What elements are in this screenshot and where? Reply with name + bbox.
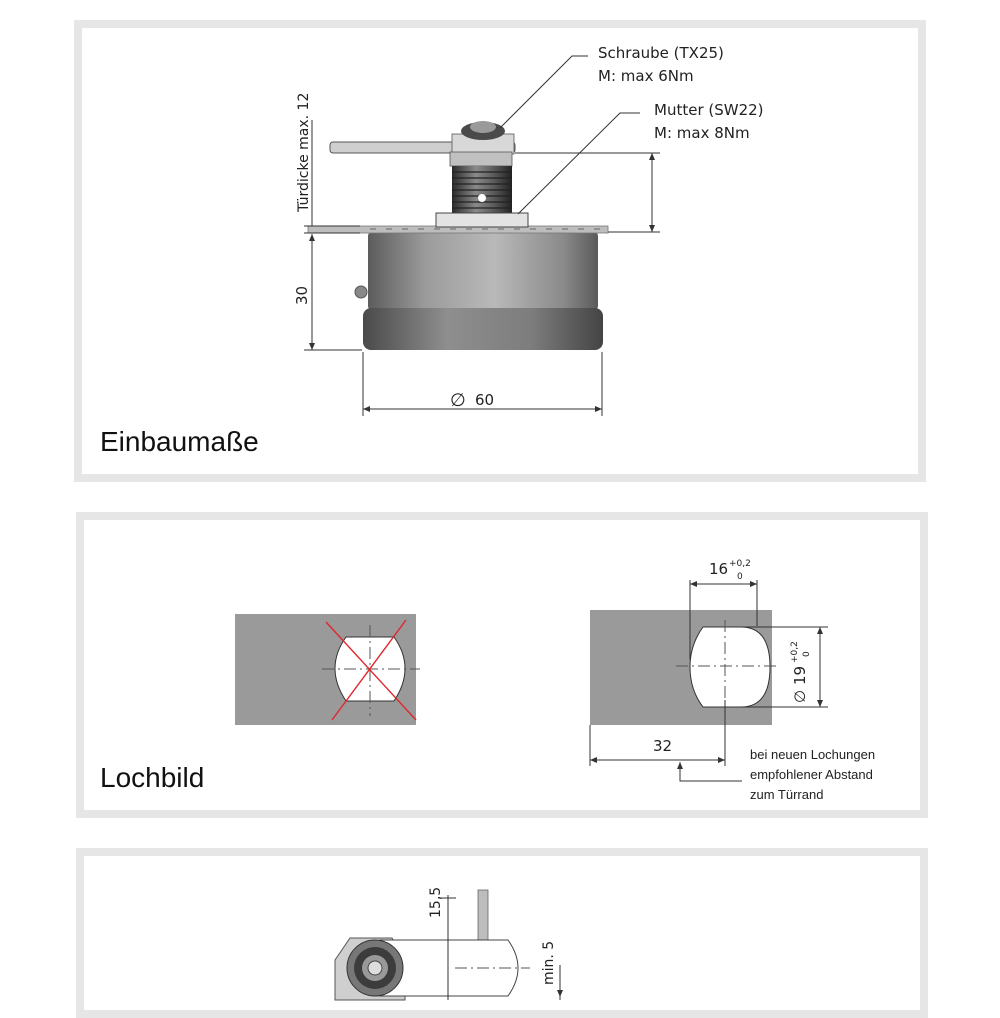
diameter-label: 60 <box>475 391 494 409</box>
screw-label: Schraube (TX25) <box>598 44 724 62</box>
panel-title-lochbild: Lochbild <box>100 762 205 793</box>
width-label: 16 <box>709 560 728 578</box>
edge-distance-label: 32 <box>653 737 672 755</box>
hole-diameter-tol-lower: 0 <box>802 651 812 657</box>
height-label: 30 <box>293 286 311 305</box>
panel-lochbild <box>76 512 928 818</box>
diameter-symbol: ∅ <box>450 390 466 411</box>
note-line-2: empfohlener Abstand <box>750 767 873 782</box>
offset-label: 15,5 <box>428 887 444 918</box>
correct-hole-figure <box>590 610 780 725</box>
panel-title-einbaumasse: Einbaumaße <box>100 426 259 457</box>
hole-diameter-tol-upper: +0,2 <box>790 641 800 663</box>
hole-diameter-symbol: ∅ <box>791 690 809 703</box>
wrong-hole-figure <box>235 614 420 725</box>
min-label: min. 5 <box>541 941 557 985</box>
width-tol-upper: +0,2 <box>729 559 751 569</box>
width-tol-lower: 0 <box>737 572 743 582</box>
screw-torque-label: M: max 6Nm <box>598 67 694 85</box>
door-thickness-label: Türdicke max. 12 <box>296 93 312 213</box>
hole-diameter-label: 19 <box>791 666 809 685</box>
note-line-1: bei neuen Lochungen <box>750 747 875 762</box>
nut-label: Mutter (SW22) <box>654 101 764 119</box>
note-line-3: zum Türrand <box>750 787 823 802</box>
cylinder-assembly <box>435 121 529 228</box>
lock-body <box>307 225 609 350</box>
nut-torque-label: M: max 8Nm <box>654 124 750 142</box>
lock-top-view <box>334 889 530 1001</box>
